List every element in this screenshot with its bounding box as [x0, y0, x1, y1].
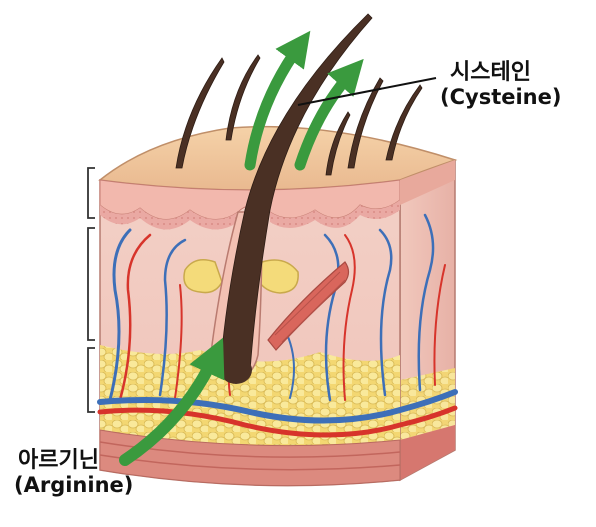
side-bottom-layer — [400, 425, 455, 480]
layer-brackets — [87, 167, 95, 413]
vein-main — [97, 389, 458, 424]
hair-shafts — [175, 13, 423, 381]
arginine-label-english: (Arginine) — [14, 473, 134, 498]
side-epidermis — [400, 160, 455, 205]
cysteine-label-english: (Cysteine) — [440, 85, 562, 110]
cysteine-label: 시스테인 (Cysteine) — [440, 60, 561, 109]
arginine-label-korean: 아르기닌 — [18, 448, 99, 473]
hair-bulb — [220, 356, 252, 384]
blood-vessels — [108, 213, 446, 402]
sebaceous-glands — [183, 259, 299, 294]
cysteine-leader-line — [297, 77, 437, 106]
cysteine-arrow-left — [244, 30, 311, 171]
arginine-label: 아르기닌 (Arginine) — [14, 448, 133, 497]
cysteine-label-korean: 시스테인 — [450, 60, 531, 85]
arginine-arrow — [119, 337, 225, 466]
artery-main — [97, 405, 458, 438]
cysteine-arrow-right — [294, 58, 364, 171]
muscle-base-layer — [99, 429, 401, 487]
epidermis-dot-band — [100, 205, 238, 230]
epidermis-dot-band-right — [270, 200, 400, 229]
